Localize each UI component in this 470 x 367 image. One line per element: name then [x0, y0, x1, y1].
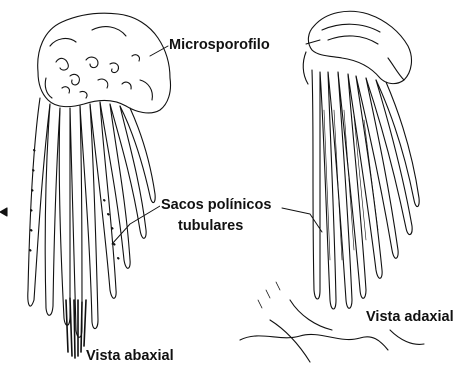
- label-pollen-sacs: Sacos polínicos: [160, 197, 272, 214]
- abaxial-pollen-sacs: [28, 98, 155, 358]
- label-pollen-sacs-tubular: tubulares: [177, 218, 244, 235]
- abaxial-view-drawing: [0, 13, 171, 358]
- arrow-marker: [0, 208, 7, 216]
- abaxial-cap: [38, 13, 171, 113]
- leader-sacs-right: [282, 208, 322, 232]
- adaxial-cap: [308, 11, 411, 83]
- label-abaxial-view: Vista abaxial: [85, 348, 175, 365]
- leader-sacs-left: [112, 206, 160, 244]
- label-microsporophyll: Microsporofilo: [168, 37, 271, 54]
- label-adaxial-view: Vista adaxial: [365, 309, 455, 326]
